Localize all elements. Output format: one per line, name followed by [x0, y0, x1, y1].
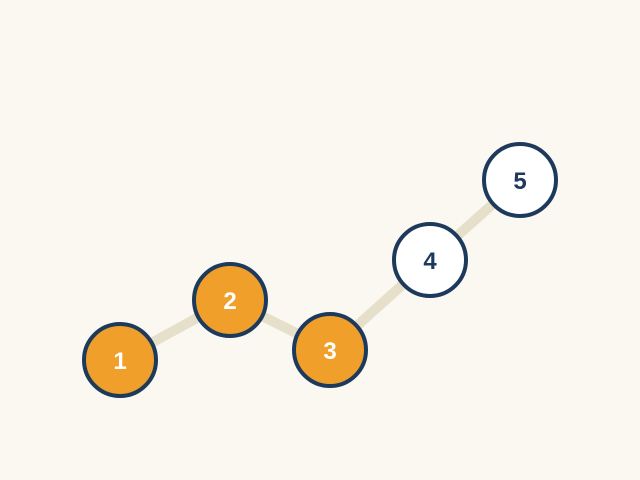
level-node-1[interactable]: 1 — [82, 322, 158, 398]
level-node-5[interactable]: 5 — [482, 142, 558, 218]
level-node-3[interactable]: 3 — [292, 312, 368, 388]
level-node-4[interactable]: 4 — [392, 222, 468, 298]
level-node-circle[interactable] — [192, 262, 268, 338]
level-node-circle[interactable] — [82, 322, 158, 398]
level-node-circle[interactable] — [292, 312, 368, 388]
level-node-label: 4 — [423, 248, 437, 275]
level-node-label: 1 — [113, 348, 126, 375]
level-node-label: 2 — [223, 288, 236, 315]
level-node-circle[interactable] — [392, 222, 468, 298]
level-node-label: 3 — [323, 338, 336, 365]
level-node-2[interactable]: 2 — [192, 262, 268, 338]
level-node-label: 5 — [513, 168, 526, 195]
level-nodes: 1 2 3 4 5 — [82, 142, 558, 398]
level-node-circle[interactable] — [482, 142, 558, 218]
